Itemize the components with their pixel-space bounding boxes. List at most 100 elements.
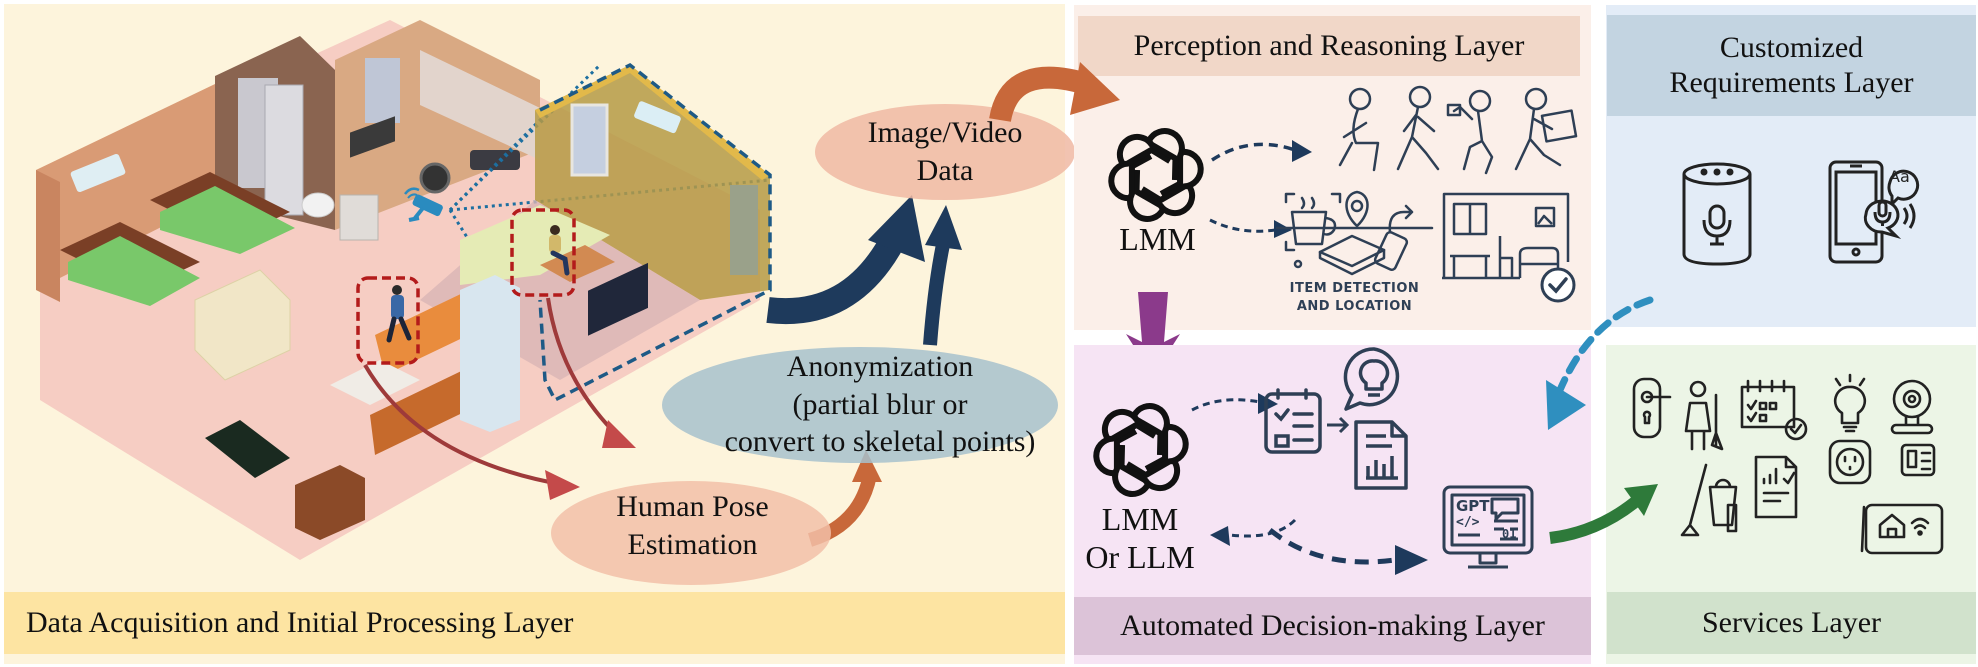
anonymization-line3: convert to skeletal points) (724, 425, 1036, 458)
pose-line2: Estimation (627, 527, 758, 561)
services-icons (1632, 373, 1944, 555)
light-switch-icon (1900, 443, 1936, 477)
sink (350, 116, 395, 158)
services-layer-title: Services Layer (1607, 592, 1976, 654)
power-outlet-icon (1828, 439, 1872, 485)
detection-bracket (1284, 192, 1342, 252)
bed-1 (68, 236, 200, 306)
anonymization-bubble: Anonymization (partial blur or convert t… (680, 348, 1080, 461)
cleaning-bucket-icon (1680, 463, 1738, 537)
smart-home-tablet-icon (1860, 503, 1944, 555)
gpt-text: GPT (1456, 497, 1490, 515)
living-room-top-trim (535, 65, 770, 180)
door-lock-icon (1632, 377, 1672, 439)
book-icon (1318, 234, 1386, 276)
anonymization-bubble-shape (662, 347, 1058, 463)
speech-bubble-text: Aa (1889, 167, 1910, 186)
lightbulb-speech-icon (1343, 347, 1400, 411)
data-to-perception-arrow (989, 62, 1120, 123)
image-video-line2: Data (916, 153, 974, 187)
apartment-floorplan-illustration (36, 20, 772, 560)
toilet (301, 192, 335, 218)
fridge (460, 275, 520, 432)
room-scene-icon (1442, 192, 1576, 303)
calendar-check-icon (1740, 379, 1808, 441)
image-video-bubble-shape (815, 104, 1075, 200)
anonymization-line1: Anonymization (786, 350, 974, 383)
perception-layer-title: Perception and Reasoning Layer (1078, 16, 1580, 76)
treadmill (205, 420, 290, 478)
pose-bubble-shape (551, 481, 831, 585)
person-sitting (549, 225, 570, 276)
code-text: </> (1456, 515, 1480, 530)
location-pin-icon (1345, 190, 1369, 228)
living-room-ac (634, 101, 681, 134)
pose-arrow-2-head (602, 420, 636, 448)
clothes-rack (194, 269, 291, 381)
security-camera-icon (404, 187, 443, 222)
person-sitting-highlight (510, 208, 576, 297)
sitting-person-icon (1338, 87, 1380, 172)
walking-person-icon (1396, 85, 1440, 171)
binary-text: 01 (1502, 527, 1517, 541)
calendar-checklist-icon (1264, 388, 1322, 454)
image-video-line1: Image/Video (867, 116, 1023, 149)
pose-line1: Human Pose (616, 490, 769, 523)
kitchen-cabinets (420, 50, 540, 160)
rotate-arrow (1388, 204, 1414, 234)
monitored-area-boundary (538, 62, 772, 403)
bedroom-side-wall (36, 170, 60, 302)
smartphone-voice-icon (1828, 160, 1920, 264)
item-detection-icon (1275, 190, 1434, 276)
decision-to-services-arrow (1549, 484, 1658, 544)
phone-icon (1373, 231, 1409, 271)
washing-machine (419, 162, 451, 194)
bed-2 (160, 186, 295, 254)
anonymization-line2: (partial blur or (792, 387, 968, 421)
kitchen-window (365, 58, 400, 123)
decision-lmm-logo-icon (1093, 403, 1189, 497)
wardrobe (295, 465, 365, 540)
item-detection-label: ITEM DETECTION AND LOCATION (1289, 281, 1420, 314)
lightbulb-icon (1833, 373, 1867, 433)
tv (588, 262, 648, 336)
person-walking-highlight (356, 276, 420, 365)
report-chart-icon (1354, 420, 1408, 490)
bedroom-back-wall (36, 84, 215, 290)
smart-speaker-icon (1682, 162, 1752, 266)
lmm-logo-icon (1108, 128, 1204, 222)
webcam-icon (1890, 379, 1934, 435)
pose-bubble: Human Pose Estimation (560, 488, 825, 563)
image-video-bubble: Image/Video Data (820, 114, 1070, 189)
acquisition-layer-title: Data Acquisition and Initial Processing … (4, 592, 1065, 654)
pose-arrow-1 (363, 363, 566, 487)
floorplan-to-data-arrowhead (868, 195, 925, 262)
report-icon (1754, 455, 1798, 519)
navy-arrows (766, 195, 962, 547)
drinking-person-icon (1446, 89, 1494, 175)
requirements-to-decision-arrow (1546, 296, 1654, 430)
decision-dashed-arrows (1191, 393, 1428, 575)
decision-model-label: LMM Or LLM (1085, 501, 1195, 576)
air-conditioner (70, 153, 126, 193)
gpt-computer-icon: GPT </> 01 (1440, 483, 1536, 575)
living-room-door (730, 185, 758, 275)
vanity (339, 194, 379, 241)
cup-detection-icon (1290, 196, 1337, 246)
housekeeper-icon (1684, 380, 1724, 451)
bathroom-door (264, 84, 304, 216)
pose-arrow-2 (546, 297, 622, 440)
perception-model-label: LMM (1119, 221, 1196, 257)
anonymization-to-data-arrow (923, 233, 952, 346)
calendar-to-report-arrow (1327, 416, 1350, 434)
coffee-table (540, 245, 615, 282)
checkmark-icon (1540, 267, 1576, 303)
pose-arrow-1-head (545, 470, 580, 500)
anonymization-to-data-arrowhead (925, 205, 962, 250)
data-to-perception-arrowhead (1070, 62, 1120, 115)
person-walking (386, 285, 412, 343)
carrying-box-person-icon (1514, 87, 1578, 171)
living-room-window (570, 103, 609, 177)
decision-layer-title: Automated Decision-making Layer (1074, 597, 1591, 655)
floorplan-to-data-arrow (766, 233, 905, 325)
